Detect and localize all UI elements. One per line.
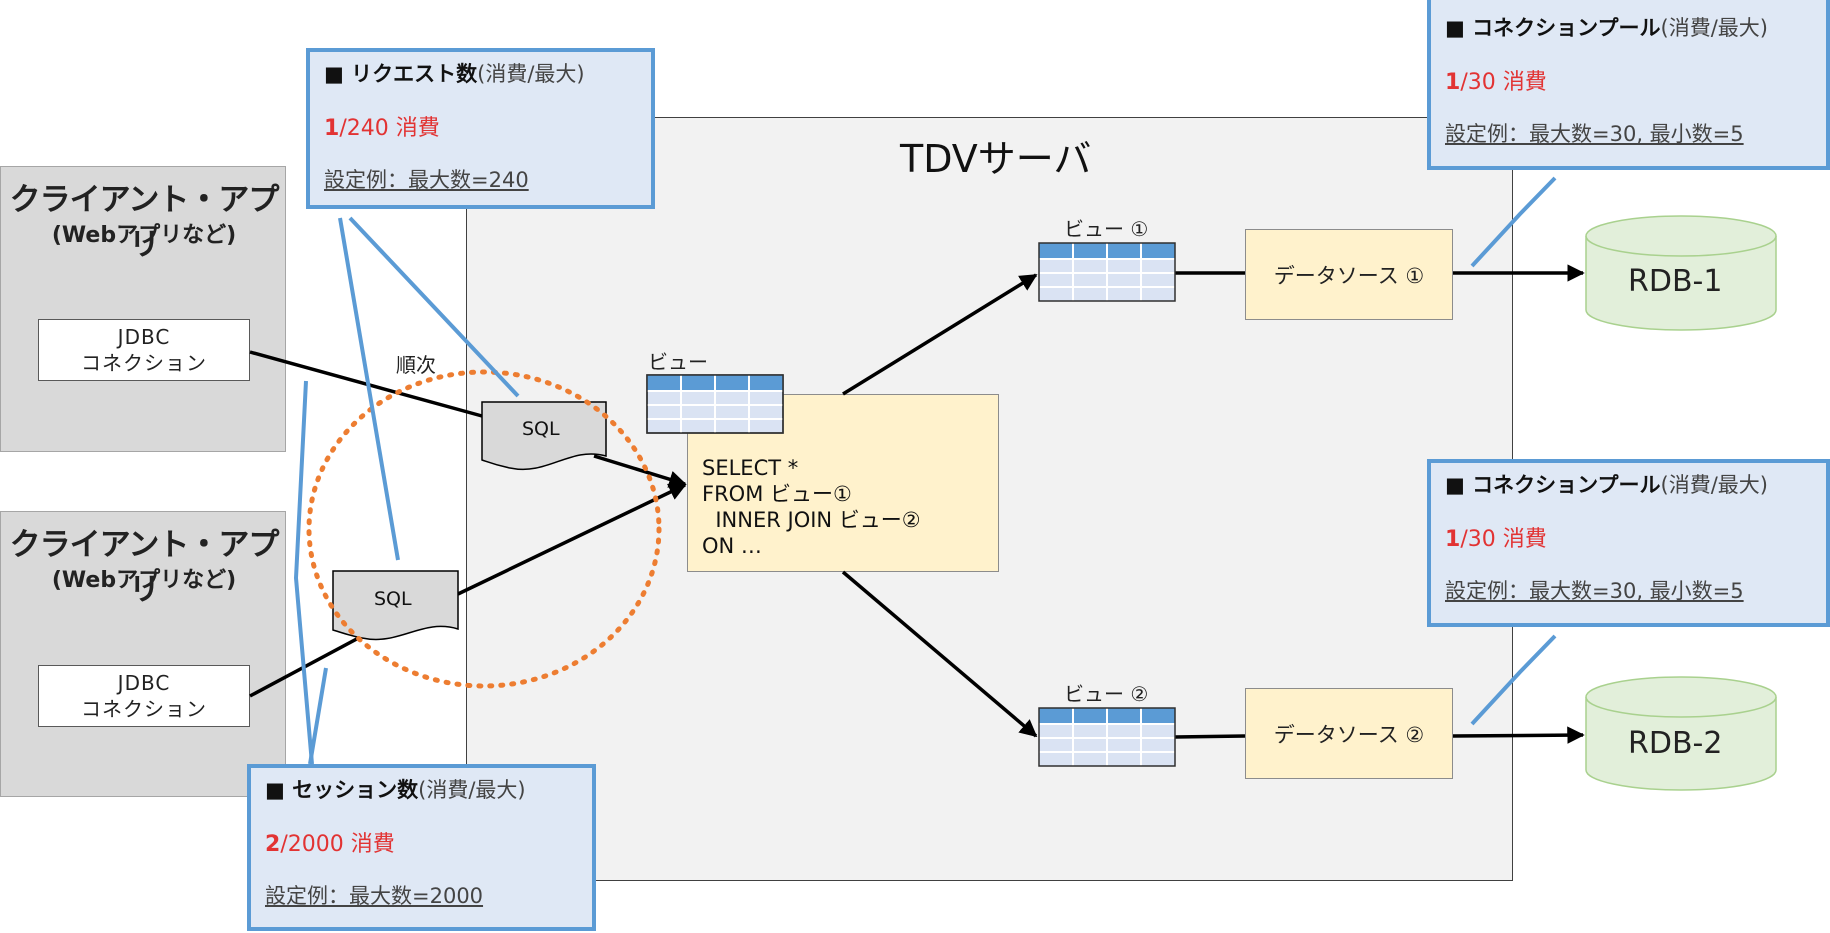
client-title: クライアント・アプリ xyxy=(9,527,280,608)
client2-to-sql-line xyxy=(249,632,367,698)
client-title: クライアント・アプリ xyxy=(9,182,280,263)
rdb1-label: RDB-1 xyxy=(1628,264,1723,299)
table-icon-view2 xyxy=(1038,707,1176,767)
view2-label: ビュー ② xyxy=(1064,682,1149,706)
request-callout-line xyxy=(348,216,520,398)
info-heading: ■ セッション数(消費/最大) xyxy=(265,774,578,804)
info-heading-text: ■ リクエスト数 xyxy=(324,62,478,86)
query-line: ON … xyxy=(702,534,762,558)
usage-rest: /30 消費 xyxy=(1460,527,1547,552)
sql-document-2 xyxy=(332,570,459,641)
sql2-to-query-arrow xyxy=(457,483,687,596)
info-setting: 設定例：最大数=2000 xyxy=(265,884,484,908)
datasource-1: データソース ① xyxy=(1245,229,1453,320)
client-subtitle: (Webアプリなど) xyxy=(51,223,237,248)
table-icon-main xyxy=(646,374,784,434)
usage-count: 1 xyxy=(1445,527,1461,552)
info-usage: 1/30 消費 xyxy=(1445,64,1812,96)
usage-count: 1 xyxy=(1445,70,1461,95)
info-heading-text: ■ セッション数 xyxy=(265,778,419,802)
client-subtitle: (Webアプリなど) xyxy=(51,568,237,593)
jdbc-label-line1: JDBC xyxy=(117,325,171,349)
info-heading: ■ リクエスト数(消費/最大) xyxy=(324,58,637,88)
request-callout-line xyxy=(338,217,400,561)
query-line: FROM ビュー① xyxy=(702,482,852,506)
server-title: TDVサーバ xyxy=(900,137,1092,181)
pool1-callout-line xyxy=(1470,176,1557,268)
info-usage: 1/30 消費 xyxy=(1445,521,1812,553)
sql1-to-query-arrow xyxy=(593,454,687,488)
info-heading-text: ■ コネクションプール xyxy=(1445,16,1661,40)
info-setting: 設定例：最大数=30, 最小数=5 xyxy=(1445,122,1744,146)
datasource2-to-rdb2-arrow xyxy=(1452,726,1585,744)
datasource-2: データソース ② xyxy=(1245,688,1453,779)
usage-rest: /2000 消費 xyxy=(280,832,395,857)
session-callout-line xyxy=(293,380,314,765)
jdbc-connection-2: JDBC コネクション xyxy=(38,665,250,727)
view-main-label: ビュー xyxy=(648,350,708,374)
session-callout-line xyxy=(308,667,328,765)
info-heading-text: ■ コネクションプール xyxy=(1445,473,1661,497)
client-app-2: クライアント・アプリ (Webアプリなど) xyxy=(0,511,286,797)
usage-count: 2 xyxy=(265,832,281,857)
connection-pool-box-1: ■ コネクションプール(消費/最大) 1/30 消費 設定例：最大数=30, 最… xyxy=(1427,0,1830,170)
table-icon-view1 xyxy=(1038,242,1176,302)
rdb2-cylinder xyxy=(1585,676,1777,791)
info-heading-paren: (消費/最大) xyxy=(1660,16,1768,40)
info-heading: ■ コネクションプール(消費/最大) xyxy=(1445,12,1812,42)
jdbc-label-line1: JDBC xyxy=(117,671,171,695)
view2-to-datasource2-line xyxy=(1174,734,1246,739)
query-line: INNER JOIN ビュー② xyxy=(702,508,921,532)
info-setting: 設定例：最大数=240 xyxy=(324,168,529,192)
session-count-box: ■ セッション数(消費/最大) 2/2000 消費 設定例：最大数=2000 xyxy=(247,764,596,931)
query-line: SELECT * xyxy=(702,456,799,480)
pool2-callout-line xyxy=(1470,634,1557,726)
client1-to-sql-line xyxy=(249,350,483,418)
info-usage: 1/240 消費 xyxy=(324,110,637,142)
query-to-view2-arrow xyxy=(841,570,1038,738)
info-usage: 2/2000 消費 xyxy=(265,826,578,858)
rdb1-cylinder xyxy=(1585,215,1777,331)
info-setting: 設定例：最大数=30, 最小数=5 xyxy=(1445,579,1744,603)
usage-rest: /30 消費 xyxy=(1460,70,1547,95)
sequential-label: 順次 xyxy=(396,353,436,377)
info-heading: ■ コネクションプール(消費/最大) xyxy=(1445,469,1812,499)
jdbc-label-line2: コネクション xyxy=(81,697,207,721)
sequential-circle xyxy=(306,369,662,689)
info-heading-paren: (消費/最大) xyxy=(1660,473,1768,497)
usage-rest: /240 消費 xyxy=(339,116,440,141)
request-count-box: ■ リクエスト数(消費/最大) 1/240 消費 設定例：最大数=240 xyxy=(306,48,655,209)
info-heading-paren: (消費/最大) xyxy=(418,778,526,802)
query-to-view1-arrow xyxy=(842,273,1038,396)
jdbc-connection-1: JDBC コネクション xyxy=(38,319,250,381)
sql-document-1 xyxy=(481,401,607,471)
sql-label: SQL xyxy=(374,588,412,610)
client-app-1: クライアント・アプリ (Webアプリなど) xyxy=(0,166,286,452)
info-heading-paren: (消費/最大) xyxy=(477,62,585,86)
sql-label: SQL xyxy=(522,418,560,440)
view1-label: ビュー ① xyxy=(1064,217,1149,241)
connection-pool-box-2: ■ コネクションプール(消費/最大) 1/30 消費 設定例：最大数=30, 最… xyxy=(1427,459,1830,627)
usage-count: 1 xyxy=(324,116,340,141)
rdb2-label: RDB-2 xyxy=(1628,726,1723,761)
jdbc-label-line2: コネクション xyxy=(81,351,207,375)
